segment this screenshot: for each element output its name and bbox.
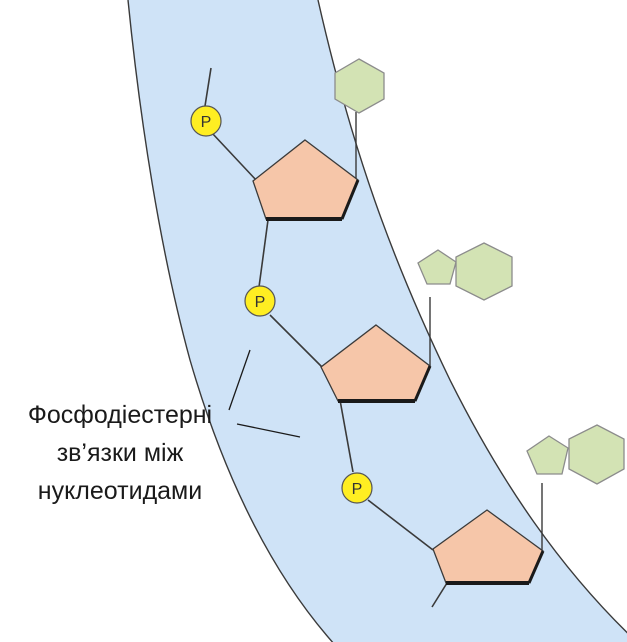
sugar-phosphate-backbone-band — [128, 0, 627, 642]
phosphate-label-2: P — [255, 294, 266, 311]
callout-text-line-3: нуклеотидами — [37, 477, 203, 505]
phosphate-label-3: P — [352, 481, 363, 498]
backbone-right-edge — [317, 0, 627, 634]
bond-top-tail — [204, 67, 212, 107]
bond-bottom-tail — [431, 582, 448, 608]
purine-base-2 — [417, 242, 513, 301]
phosphate-group-1: P — [190, 105, 222, 137]
phosphodiester-bonds — [204, 67, 448, 608]
purine-base-3-hexagon — [568, 424, 625, 485]
bond-p3-sugar3 — [367, 499, 434, 551]
phosphate-label-1: P — [201, 114, 212, 131]
purine-base-3 — [526, 424, 625, 485]
purine-base-2-pentagon — [417, 249, 457, 285]
backbone-left-edge — [127, 0, 334, 642]
purine-base-3-pentagon — [526, 435, 569, 475]
bond-p2-sugar2 — [269, 314, 325, 370]
sugar-1 — [252, 139, 360, 221]
base-attachment-lines — [355, 112, 543, 551]
bond-sugar1-p2 — [258, 219, 269, 288]
purine-base-2-hexagon — [455, 242, 513, 301]
phosphate-group-2: P — [244, 285, 276, 317]
pyrimidine-base-1 — [334, 58, 385, 114]
sugar-2 — [320, 324, 432, 403]
bond-sugar2-p3 — [339, 399, 354, 473]
phosphate-group-3: P — [341, 472, 373, 504]
leader-line-lower — [236, 423, 301, 438]
sugar-3 — [432, 509, 545, 585]
callout-text-line-2: зв’язки між — [56, 439, 184, 467]
callout-leader-lines — [228, 349, 301, 438]
nitrogenous-bases — [334, 58, 625, 485]
bond-p1-sugar1 — [211, 132, 258, 182]
deoxyribose-sugars — [252, 139, 545, 585]
callout-text-line-1: Фосфодіестерні — [27, 401, 213, 429]
leader-line-upper — [228, 349, 251, 411]
